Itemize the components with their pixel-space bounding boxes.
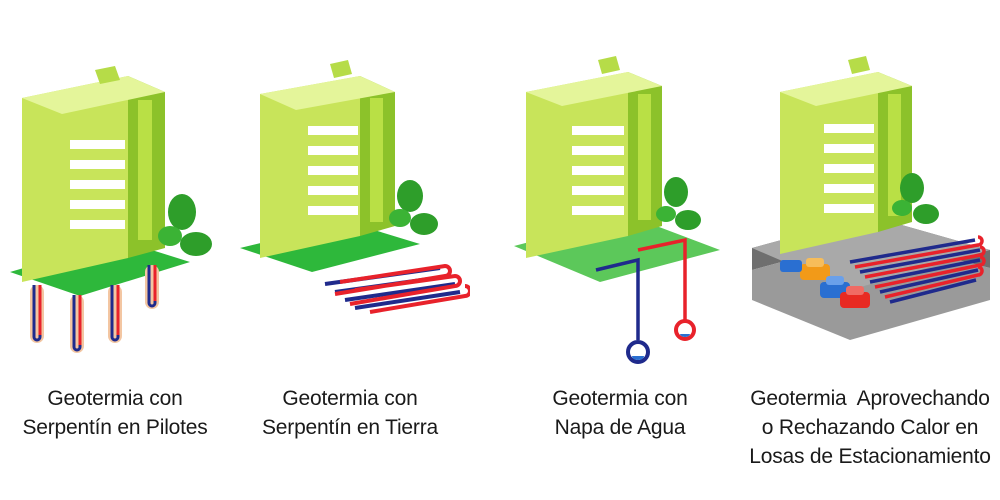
- tree: [656, 177, 701, 230]
- caption-line: Serpentín en Tierra: [262, 416, 438, 439]
- building: [780, 56, 912, 254]
- ground-slab: [240, 222, 420, 272]
- ground-slab: [10, 240, 190, 296]
- caption-line: Geotermia con: [47, 387, 183, 410]
- caption-line: Geotermia con: [552, 387, 688, 410]
- serpentine-slab-pipes: [849, 235, 986, 304]
- building: [22, 66, 165, 282]
- tree: [158, 194, 212, 256]
- panel-napa: Geotermia con Napa de Agua: [500, 0, 740, 500]
- panel-losas: Geotermia Aprovechando o Rechazando Calo…: [740, 0, 1000, 500]
- caption-line: Serpentín en Pilotes: [22, 416, 208, 439]
- caption-line: Napa de Agua: [554, 416, 686, 439]
- panel-tierra: Geotermia con Serpentín en Tierra: [230, 0, 470, 500]
- panel-pilotes: Geotermia con Serpentín en Pilotes: [0, 0, 230, 500]
- building: [260, 60, 395, 258]
- building-napa-illustration: [514, 56, 720, 364]
- building: [526, 56, 662, 258]
- tree: [892, 173, 939, 224]
- parked-cars: [780, 258, 870, 308]
- caption-line: Geotermia Aprovechando: [750, 387, 990, 410]
- serpentine-ground-pipes: [324, 263, 470, 314]
- ground-slab: [514, 216, 720, 282]
- tree: [389, 180, 438, 235]
- pilotes-pipes: [30, 265, 159, 353]
- caption-tierra: Geotermia con Serpentín en Tierra: [230, 384, 470, 442]
- caption-line: Geotermia con: [282, 387, 418, 410]
- caption-pilotes: Geotermia con Serpentín en Pilotes: [0, 384, 230, 442]
- caption-line: o Rechazando Calor en: [761, 416, 979, 439]
- building-losas-illustration: [752, 56, 990, 340]
- building-tierra-illustration: [240, 60, 470, 314]
- caption-line: Losas de Estacionamiento: [749, 445, 991, 468]
- building-pilotes-illustration: [10, 66, 212, 353]
- caption-losas: Geotermia Aprovechando o Rechazando Calo…: [740, 384, 1000, 471]
- caption-napa: Geotermia con Napa de Agua: [500, 384, 740, 442]
- water-pipes: [595, 237, 696, 364]
